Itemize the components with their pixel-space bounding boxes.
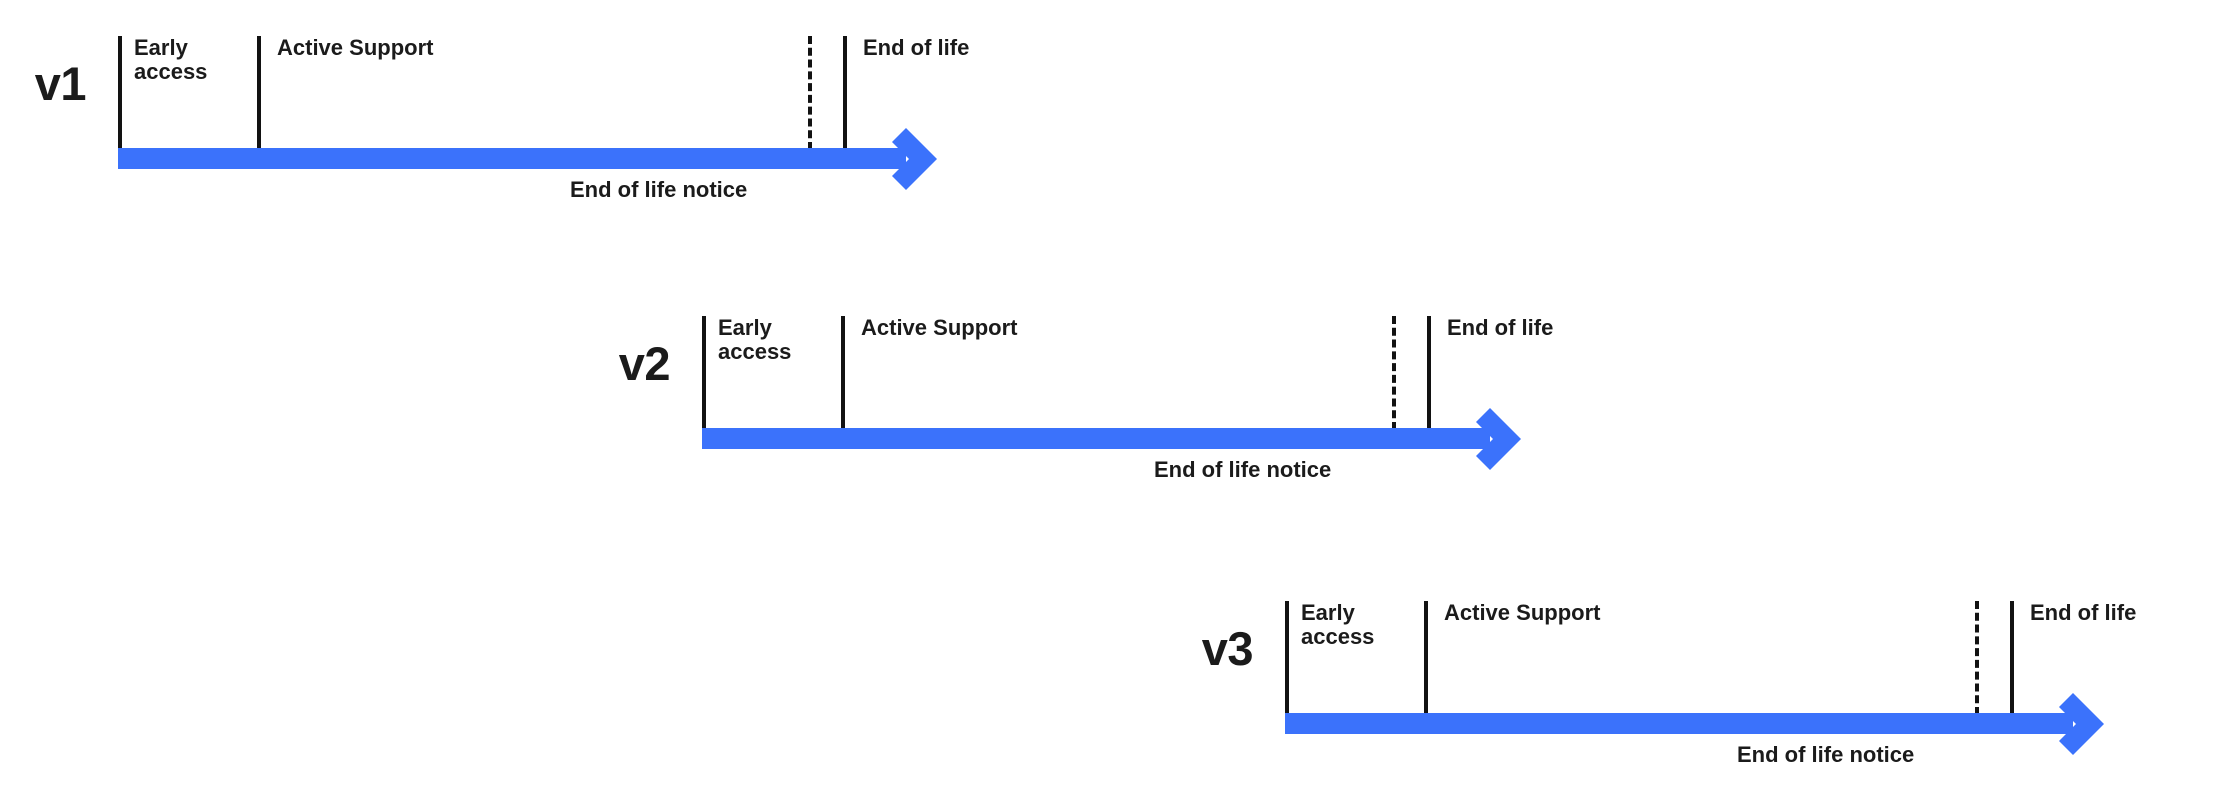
timeline-bar-v3 xyxy=(1285,693,2115,755)
phase-divider-tick-v3-0 xyxy=(1285,601,1289,713)
end-of-life-notice-label-v1: End of life notice xyxy=(570,177,748,202)
eol-notice-tick-v3-2 xyxy=(1975,601,1979,715)
phase-divider-tick-v1-1 xyxy=(257,36,261,148)
timeline-bar-v2 xyxy=(702,408,1532,470)
phase-label-early-access-v3: Early access xyxy=(1301,600,1375,649)
phase-divider-tick-v2-1 xyxy=(841,316,845,428)
version-label-v3: v3 xyxy=(1201,622,1254,675)
phase-label-end-of-life-v2: End of life xyxy=(1447,315,1554,340)
phase-divider-tick-v3-3 xyxy=(2010,601,2014,713)
arrow-head-icon-v2 xyxy=(1466,402,1540,476)
phase-divider-tick-v2-0 xyxy=(702,316,706,428)
phase-divider-tick-v1-0 xyxy=(118,36,122,148)
phase-divider-tick-v3-1 xyxy=(1424,601,1428,713)
phase-label-end-of-life-v1: End of life xyxy=(863,35,970,60)
arrow-head-icon-v3 xyxy=(2049,687,2123,761)
phase-label-early-access-v1: Early access xyxy=(134,35,208,84)
phase-divider-tick-v2-3 xyxy=(1427,316,1431,428)
timeline-bar-line-v1 xyxy=(118,148,906,169)
phase-divider-tick-v1-3 xyxy=(843,36,847,148)
timeline-bar-v1 xyxy=(118,128,948,190)
version-label-v1: v1 xyxy=(34,57,87,110)
timeline-bar-line-v3 xyxy=(1285,713,2073,734)
arrow-head-icon-v1 xyxy=(882,122,956,196)
eol-notice-tick-v2-2 xyxy=(1392,316,1396,430)
version-label-v2: v2 xyxy=(618,337,671,390)
phase-label-early-access-v2: Early access xyxy=(718,315,792,364)
timeline-bar-line-v2 xyxy=(702,428,1490,449)
eol-notice-tick-v1-2 xyxy=(808,36,812,150)
phase-label-active-support-v3: Active Support xyxy=(1444,600,1601,625)
phase-label-end-of-life-v3: End of life xyxy=(2030,600,2137,625)
end-of-life-notice-label-v2: End of life notice xyxy=(1154,457,1332,482)
phase-label-active-support-v1: Active Support xyxy=(277,35,434,60)
phase-label-active-support-v2: Active Support xyxy=(861,315,1018,340)
end-of-life-notice-label-v3: End of life notice xyxy=(1737,742,1915,767)
